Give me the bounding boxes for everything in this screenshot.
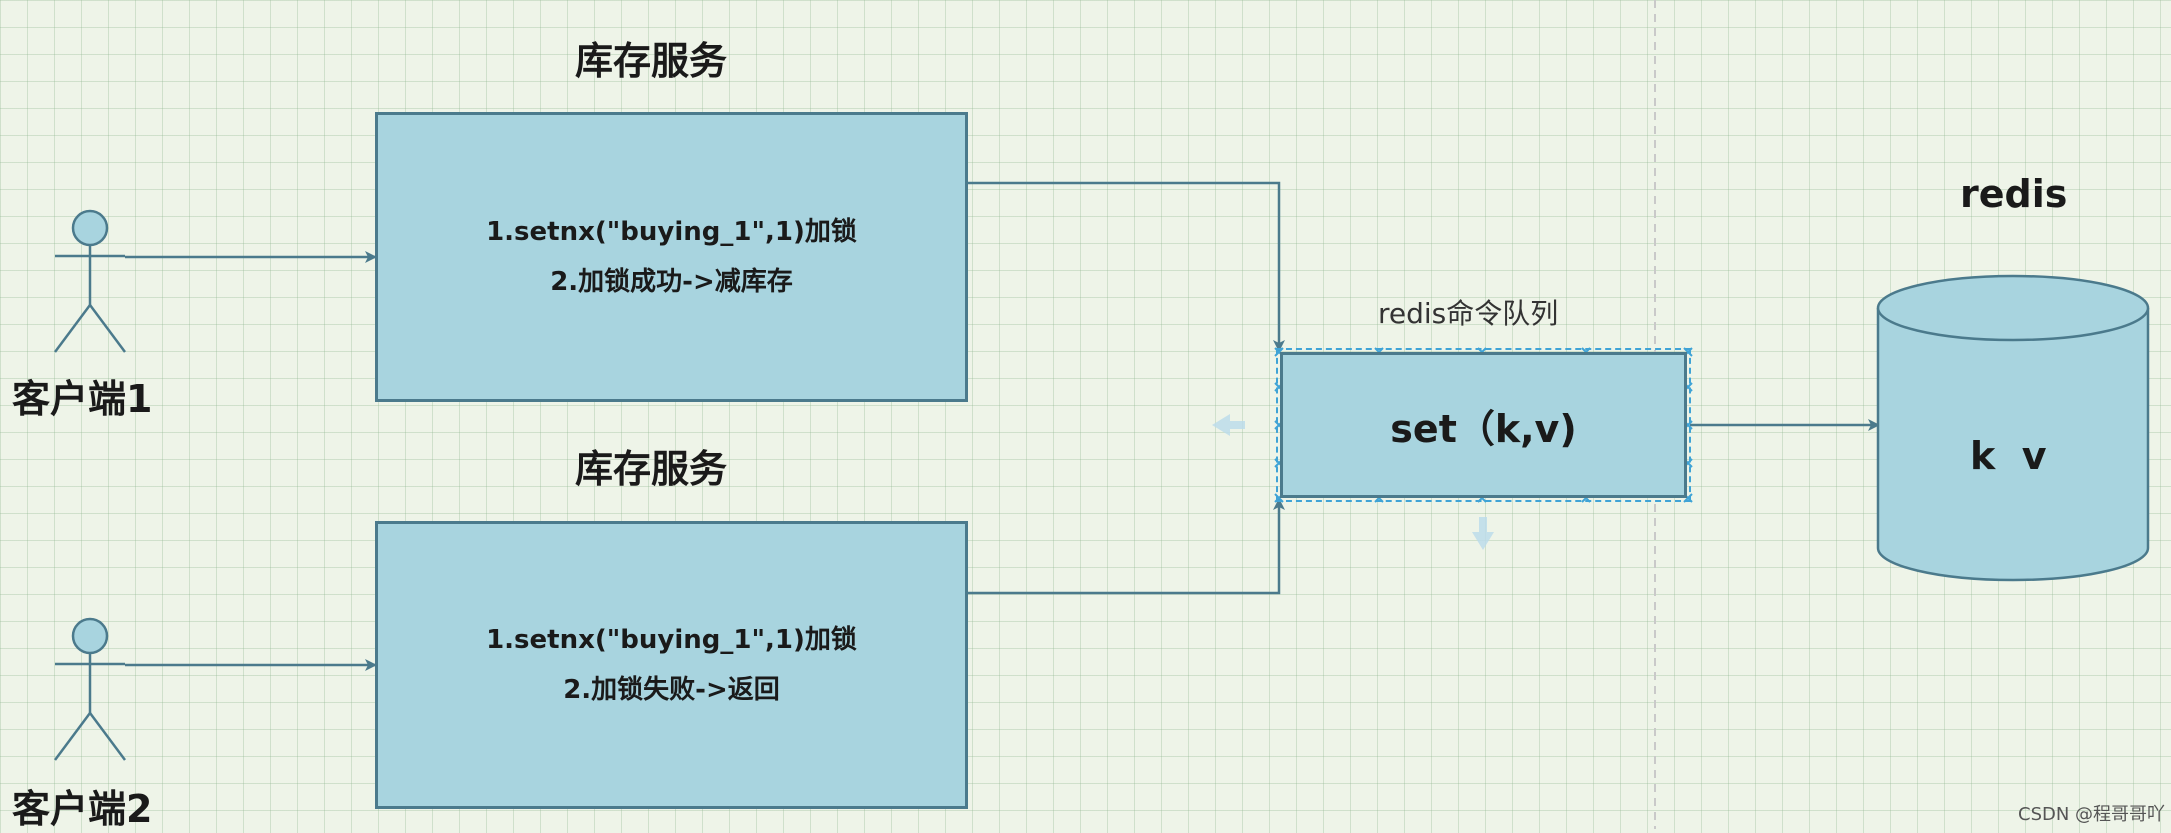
arrow-service1-queue [968,181,1285,352]
arrow-service2-queue [968,498,1285,595]
queue-command: set（k,v) [1390,406,1577,451]
redis-title: redis [1960,172,2068,216]
queue-label: redis命令队列 [1378,297,1559,330]
actor-client-2-icon [53,617,127,761]
redis-content: k v [1970,434,2047,478]
actor-client-1-icon [53,209,127,353]
queue-command-box[interactable]: set（k,v) [1276,348,1691,502]
selection-hint-icons [1212,414,1494,550]
watermark: CSDN @程哥哥吖 [2018,804,2166,825]
service-2-title: 库存服务 [575,447,728,491]
client-2-label: 客户端2 [12,787,153,831]
service-1-line-1: 1.setnx("buying_1",1)加锁 [486,217,857,247]
service-1-title: 库存服务 [575,39,728,83]
client-1-label: 客户端1 [12,377,153,421]
service-1-line-2: 2.加锁成功->减库存 [550,267,793,297]
service-1-box[interactable]: 1.setnx("buying_1",1)加锁 2.加锁成功->减库存 [375,112,968,402]
service-2-line-1: 1.setnx("buying_1",1)加锁 [486,625,857,655]
redis-database-icon [1876,274,2150,582]
service-2-line-2: 2.加锁失败->返回 [563,675,780,705]
service-2-box[interactable]: 1.setnx("buying_1",1)加锁 2.加锁失败->返回 [375,521,968,809]
